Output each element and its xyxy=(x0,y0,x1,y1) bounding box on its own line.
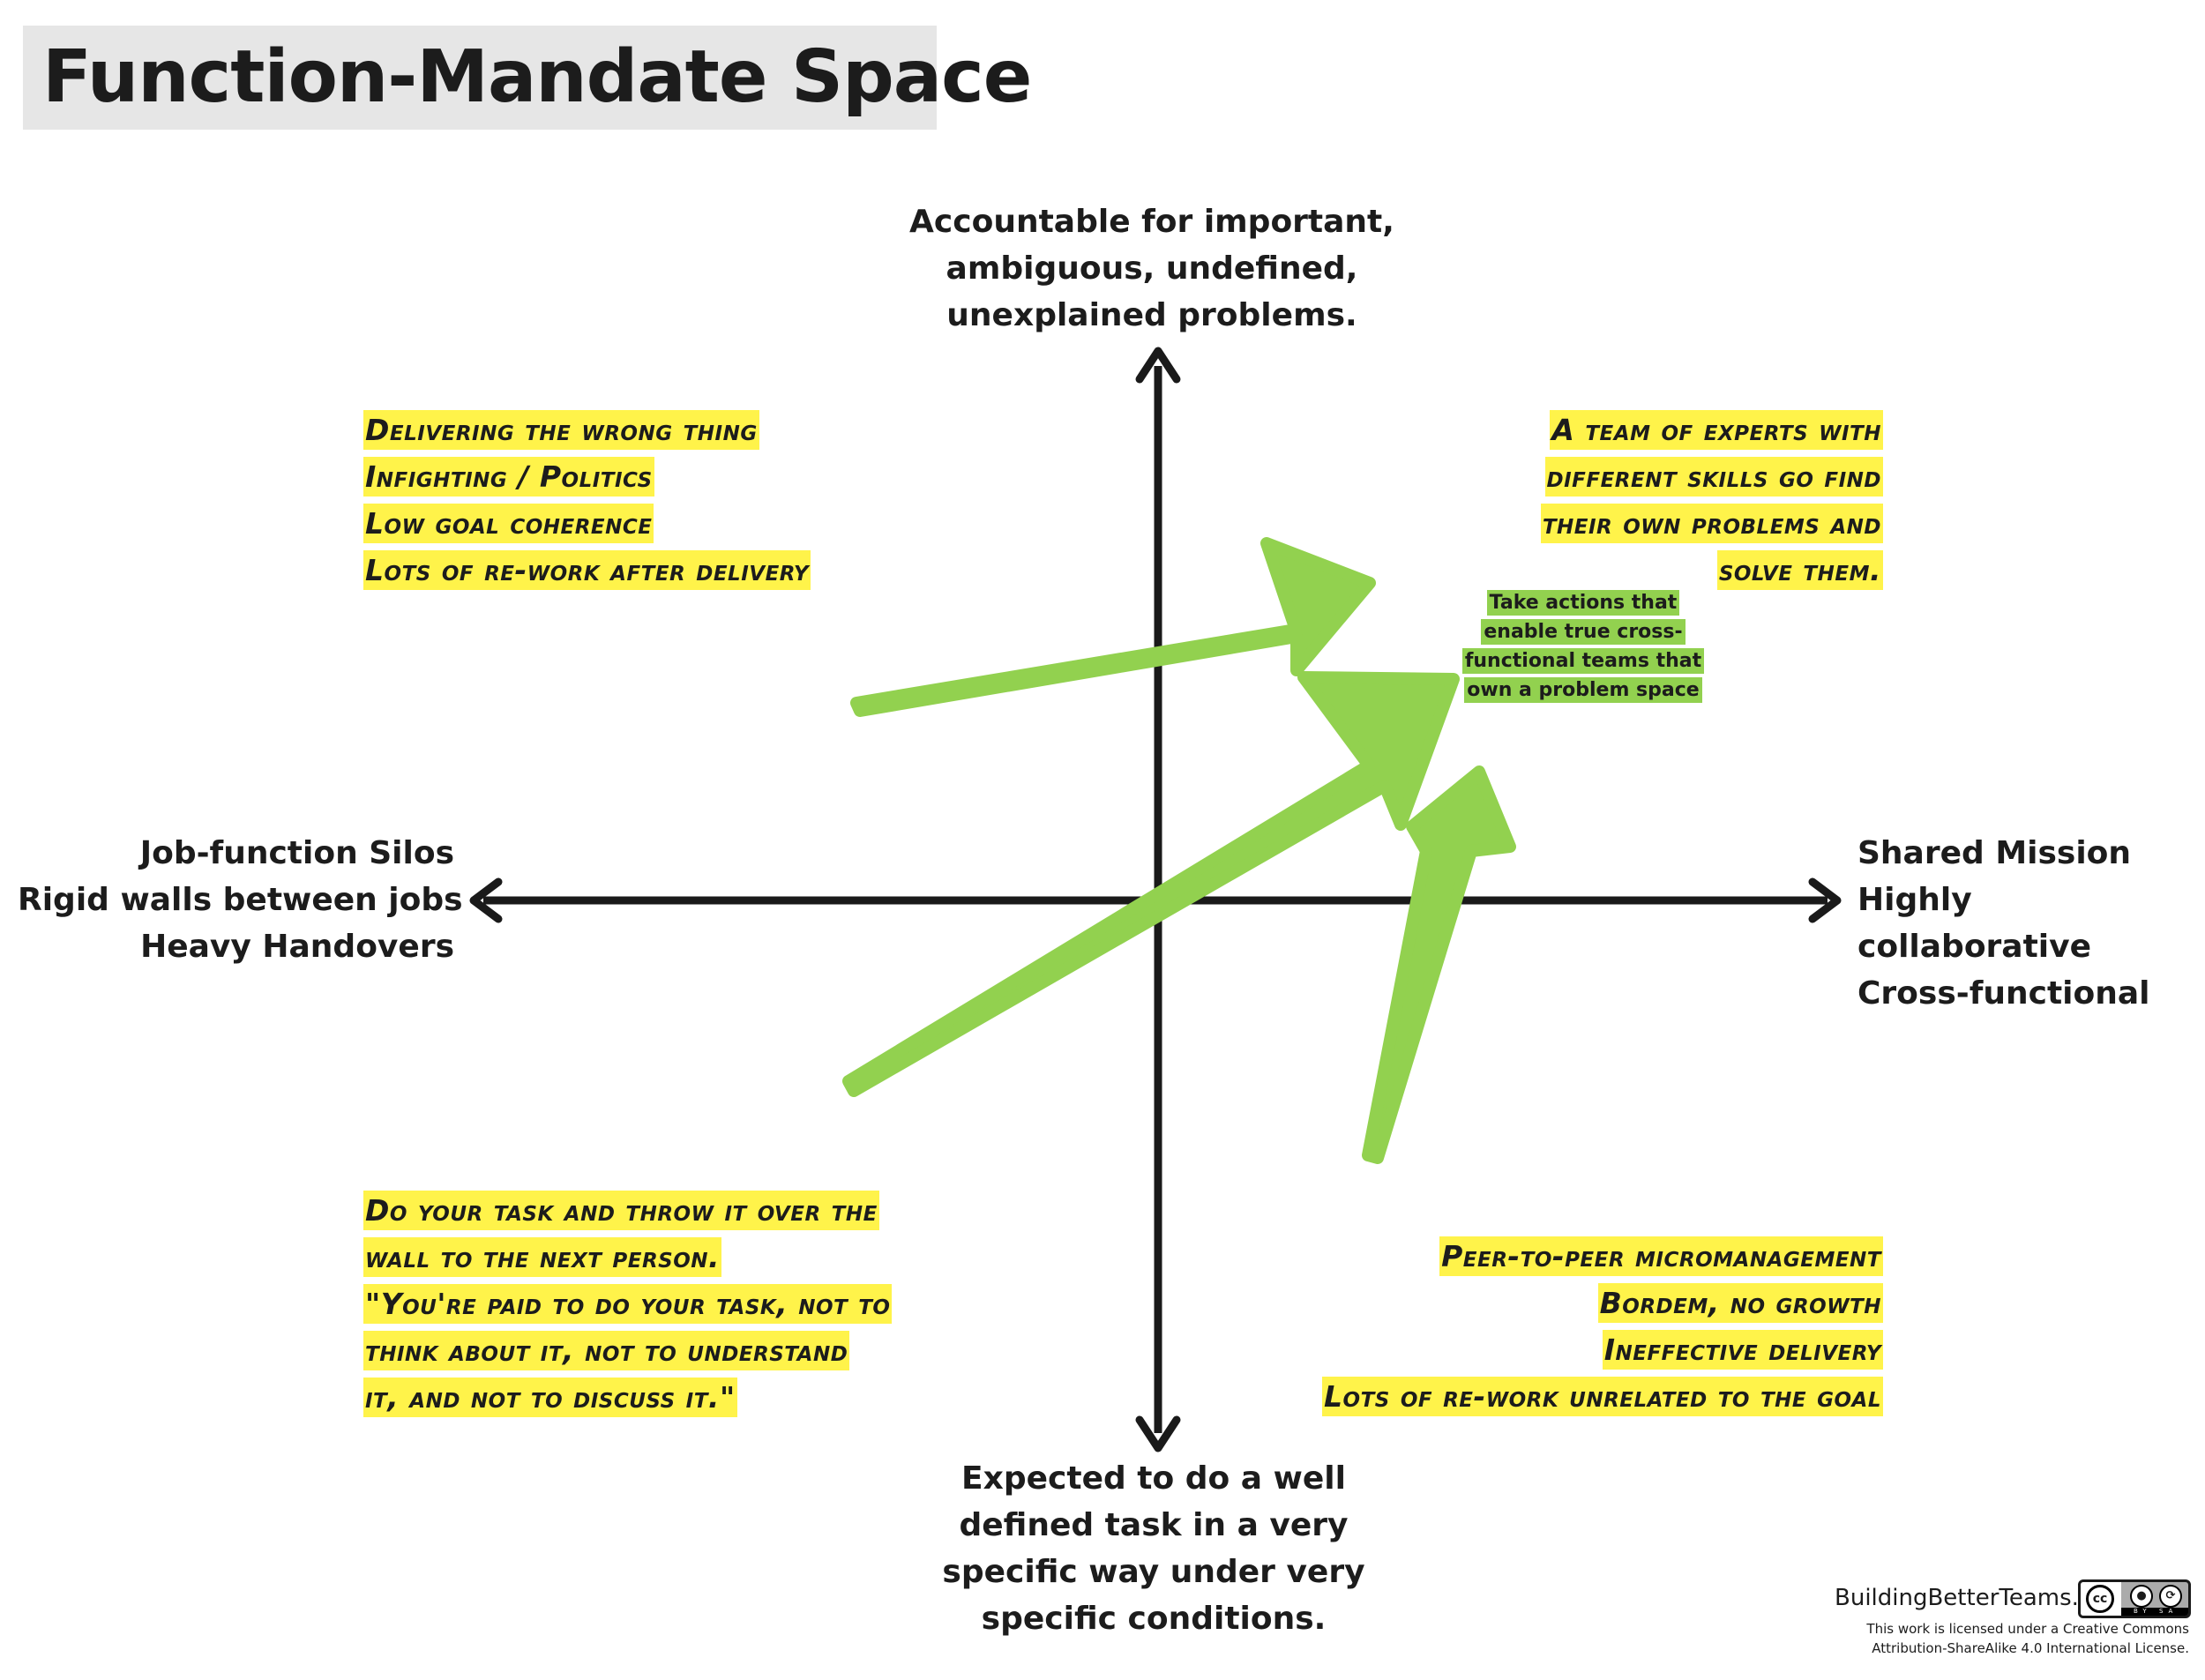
license-line: This work is licensed under a Creative C… xyxy=(1866,1621,2189,1637)
axis-arrowhead-up xyxy=(1135,347,1181,384)
quadrant-line: Delivering the wrong thing xyxy=(363,410,759,450)
axis-label-line: Shared Mission xyxy=(1857,835,2132,871)
axis-label-line: Accountable for important, xyxy=(909,204,1394,240)
axis-label-line: Rigid walls between jobs xyxy=(18,882,463,918)
share-alike-icon: ⟳ xyxy=(2159,1585,2182,1608)
axis-label-bottom: Expected to do a well defined task in a … xyxy=(889,1455,1418,1642)
brand-name[interactable]: BuildingBetterTeams.de xyxy=(1835,1585,2108,1611)
page-title: Function-Mandate Space xyxy=(23,26,1032,130)
cc-license-badge[interactable]: cc ● ⟳ BY SA xyxy=(2078,1579,2191,1618)
quadrant-line: Bordem, no growth xyxy=(1597,1283,1883,1323)
axis-label-left: Job-function Silos Rigid walls between j… xyxy=(18,830,463,970)
quadrant-line: it, and not to discuss it." xyxy=(363,1378,737,1417)
axis-arrowhead-right xyxy=(1808,877,1842,923)
quadrant-line: Do your task and throw it over the xyxy=(363,1191,879,1230)
badge-sa-label: SA xyxy=(2158,1608,2179,1615)
quadrant-line: their own problems and xyxy=(1540,504,1883,543)
attribution-icon: ● xyxy=(2130,1585,2153,1608)
quadrant-line: Lots of re-work unrelated to the goal xyxy=(1322,1377,1883,1416)
axis-arrowhead-left xyxy=(469,877,503,923)
axis-label-line: collaborative xyxy=(1857,929,2092,965)
axis-label-top: Accountable for important, ambiguous, un… xyxy=(887,198,1416,339)
action-note: Take actions that enable true cross- fun… xyxy=(1446,588,1720,705)
badge-by-label: BY xyxy=(2134,1608,2152,1615)
note-line: own a problem space xyxy=(1464,677,1702,703)
note-line: functional teams that xyxy=(1461,648,1705,674)
axis-label-line: unexplained problems. xyxy=(946,297,1357,333)
note-line: enable true cross- xyxy=(1481,619,1686,645)
quadrant-line: solve them. xyxy=(1716,550,1883,590)
green-arrow-lower xyxy=(1362,765,1516,1164)
quadrant-bottom-left: Do your task and throw it over the wall … xyxy=(363,1187,981,1421)
axis-label-line: specific way under very xyxy=(942,1554,1365,1590)
axis-label-line: specific conditions. xyxy=(981,1601,1327,1637)
green-arrow-upper xyxy=(850,537,1376,717)
quadrant-top-right: A team of experts with different skills … xyxy=(1341,407,1883,594)
axis-arrowhead-down xyxy=(1135,1415,1181,1452)
quadrant-line: Infighting / Politics xyxy=(363,457,654,497)
green-arrow-middle xyxy=(842,671,1460,1097)
quadrant-top-left: Delivering the wrong thing Infighting / … xyxy=(363,407,910,594)
axis-label-line: Highly xyxy=(1857,882,1972,918)
quadrant-bottom-right: Peer-to-peer micromanagement Bordem, no … xyxy=(1217,1233,1883,1420)
license-line: Attribution-ShareAlike 4.0 International… xyxy=(1872,1640,2189,1656)
quadrant-line: "You're paid to do your task, not to xyxy=(363,1284,893,1324)
quadrant-line: A team of experts with xyxy=(1550,410,1883,450)
axis-label-line: Job-function Silos xyxy=(139,835,454,871)
axis-label-line: Heavy Handovers xyxy=(140,929,454,965)
license-text: This work is licensed under a Creative C… xyxy=(1764,1619,2189,1658)
cc-icon: cc xyxy=(2086,1585,2114,1613)
quadrant-line: different skills go find xyxy=(1544,457,1883,497)
quadrant-line: wall to the next person. xyxy=(363,1237,722,1277)
axis-label-line: defined task in a very xyxy=(959,1507,1349,1543)
axis-label-line: ambiguous, undefined, xyxy=(946,250,1358,287)
quadrant-line: Ineffective delivery xyxy=(1602,1330,1883,1370)
quadrant-line: Low goal coherence xyxy=(363,504,654,543)
quadrant-line: Peer-to-peer micromanagement xyxy=(1439,1236,1883,1276)
axis-label-line: Cross-functional xyxy=(1857,975,2150,1012)
axis-label-line: Expected to do a well xyxy=(961,1460,1346,1497)
quadrant-line: think about it, not to understand xyxy=(363,1331,850,1370)
note-line: Take actions that xyxy=(1486,590,1680,616)
quadrant-line: Lots of re-work after delivery xyxy=(363,550,811,590)
axis-label-right: Shared Mission Highly collaborative Cros… xyxy=(1857,830,2193,1017)
